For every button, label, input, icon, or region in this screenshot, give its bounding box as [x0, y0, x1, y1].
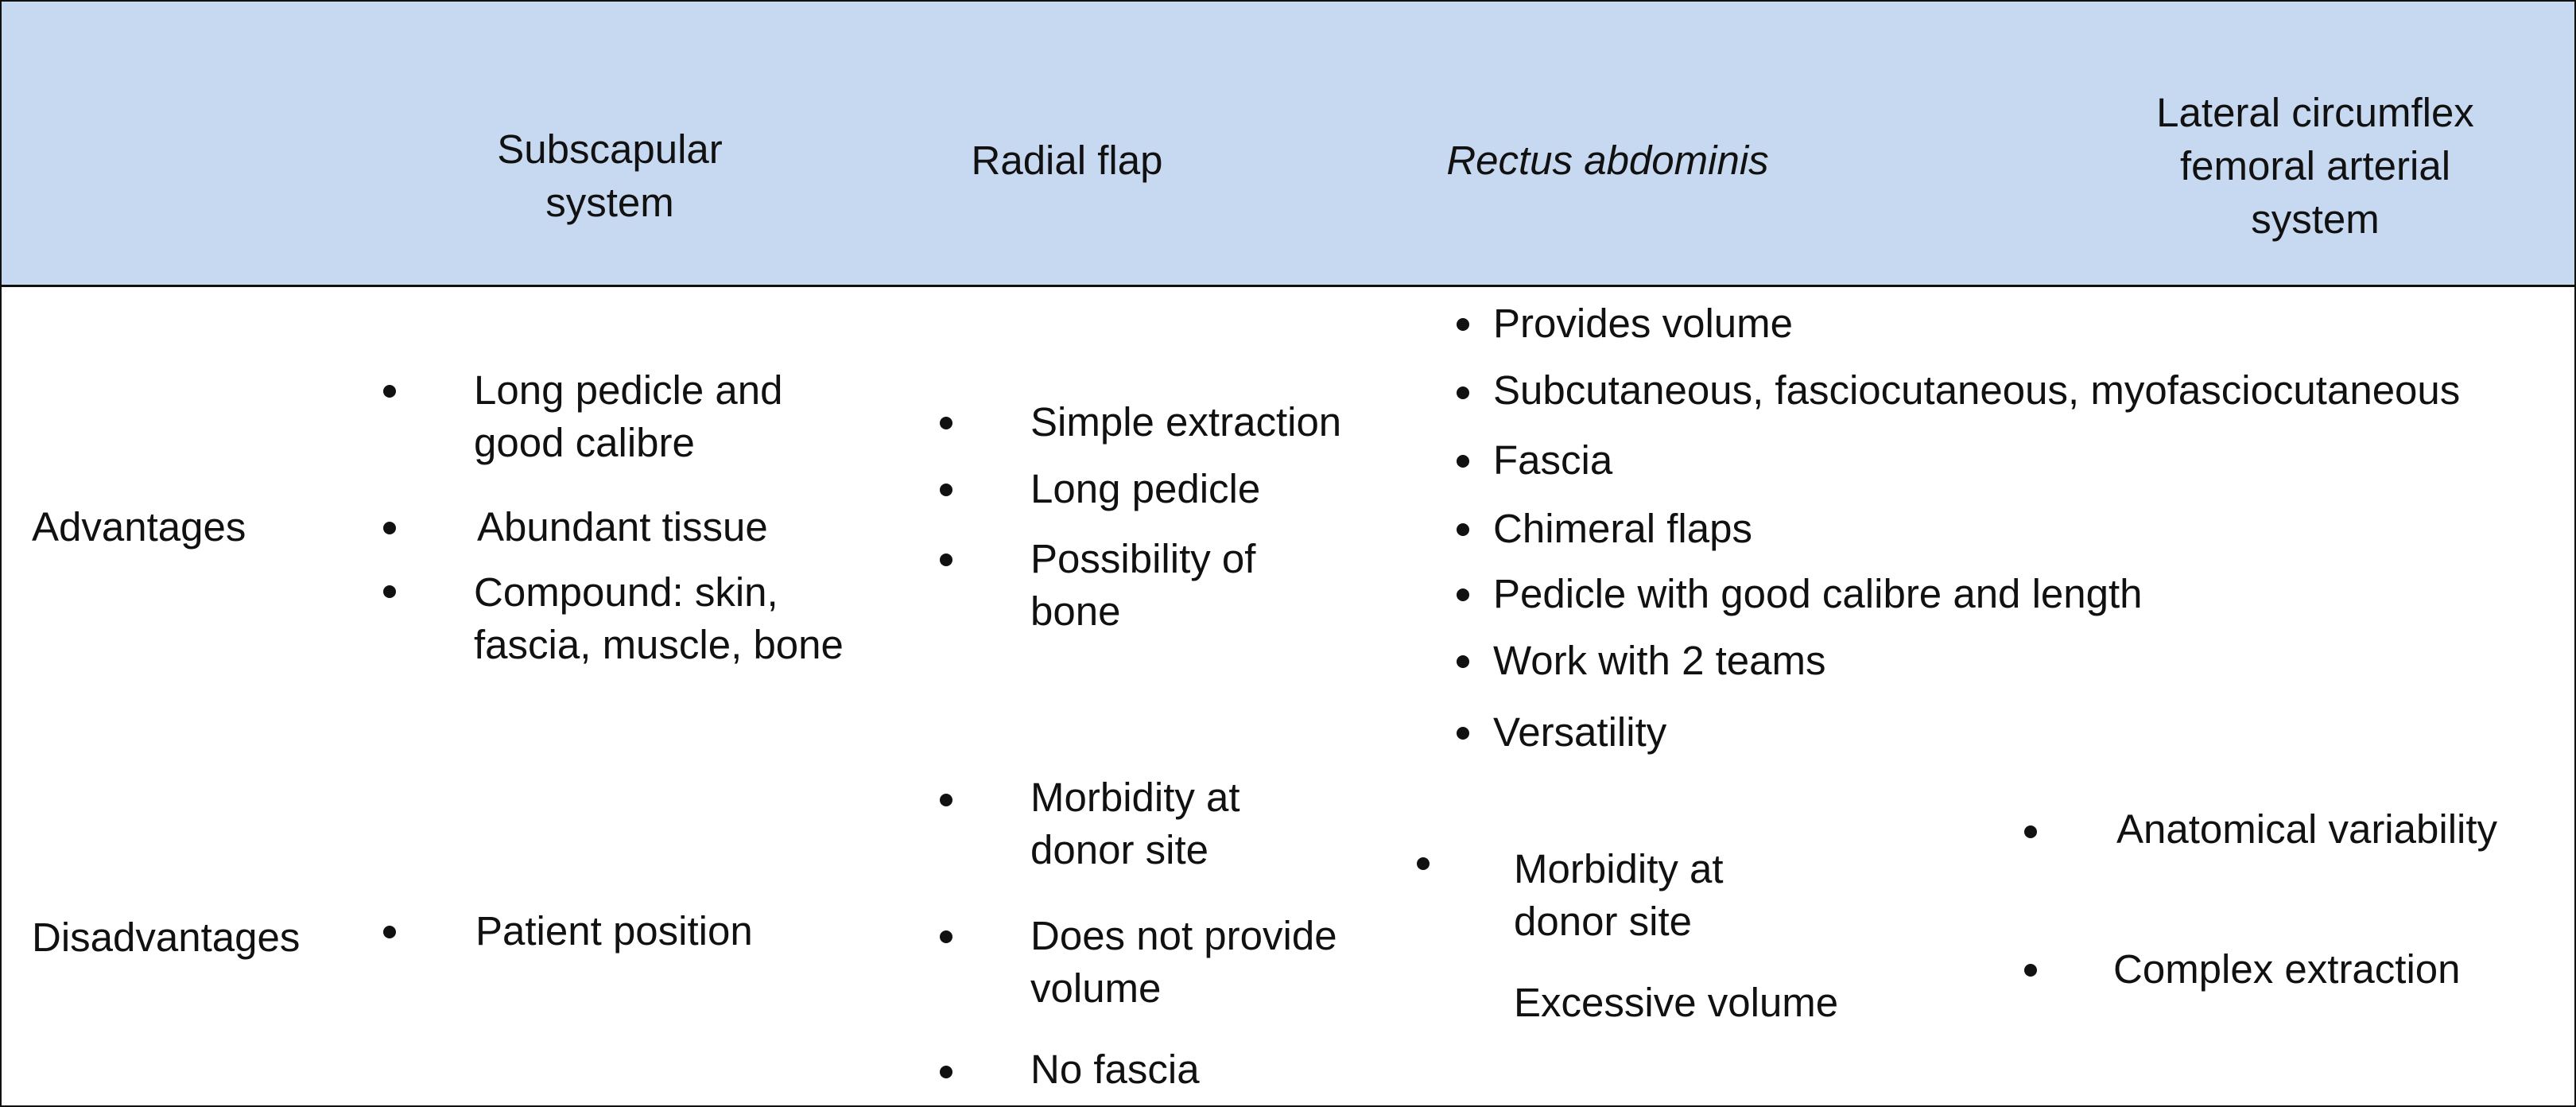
list-item: Morbidity at donor site	[1030, 771, 1240, 876]
list-item-line: Morbidity at	[1514, 846, 1724, 891]
list-item: Subcutaneous, fasciocutaneous, myofascio…	[1493, 367, 2461, 413]
list-item-line: Long pedicle and	[474, 367, 783, 413]
list-item: Versatility	[1493, 709, 1667, 755]
list-item: Morbidity at donor site	[1514, 843, 1724, 948]
list-item: Excessive volume	[1514, 977, 1838, 1029]
list-item: Possibility of bone	[1030, 533, 1255, 638]
bullet-icon	[1457, 318, 1469, 331]
bullet-icon	[1457, 523, 1469, 536]
bullet-icon	[1457, 655, 1469, 668]
list-item-line: good calibre	[474, 420, 695, 465]
column-header-lateral-line-3: system	[2251, 196, 2380, 242]
list-item-line: No fascia	[1030, 1047, 1200, 1092]
column-header-lateral: Lateral circumflex femoral arterial syst…	[2085, 86, 2546, 246]
bullet-icon	[2024, 964, 2037, 977]
list-item-line: donor site	[1030, 827, 1208, 872]
list-item: Pedicle with good calibre and length	[1493, 571, 2143, 616]
list-item: No fascia	[1030, 1043, 1200, 1096]
list-item-line: Simple extraction	[1030, 399, 1342, 445]
list-item-line: donor site	[1514, 899, 1692, 944]
column-header-radial-line-1: Radial flap	[971, 138, 1163, 183]
bullet-icon	[383, 522, 396, 534]
bullet-icon	[940, 794, 952, 806]
column-header-lateral-line-2: femoral arterial	[2179, 143, 2451, 188]
column-header-subscapular-line-1: Subscapular	[497, 126, 723, 172]
list-item: Provides volume	[1493, 301, 1793, 346]
list-item-line: Patient position	[475, 908, 753, 954]
list-item-line: Compound: skin,	[474, 569, 778, 615]
list-item-line: Abundant tissue	[477, 504, 768, 550]
list-item: Patient position	[475, 905, 753, 957]
bullet-icon	[940, 930, 952, 943]
list-item: Abundant tissue	[477, 501, 768, 554]
column-header-subscapular-line-2: system	[545, 180, 674, 225]
bullet-icon	[1417, 857, 1430, 870]
bullet-icon	[940, 484, 952, 496]
table-header-row: Subscapular system Radial flap Rectus ab…	[2, 2, 2574, 287]
bullet-icon	[1457, 455, 1469, 468]
column-header-radial: Radial flap	[908, 134, 1226, 187]
list-item-line: bone	[1030, 588, 1121, 634]
bullet-icon	[1457, 727, 1469, 740]
list-item: Long pedicle and good calibre	[474, 364, 783, 469]
list-item: Long pedicle	[1030, 463, 1260, 515]
column-header-rectus: Rectus abdominis	[1401, 134, 1814, 187]
list-item: Work with 2 teams	[1493, 638, 1826, 683]
list-item: Anatomical variability	[2116, 803, 2497, 856]
bullet-icon	[2024, 825, 2037, 838]
list-item-line: fascia, muscle, bone	[474, 622, 844, 667]
list-item: Compound: skin, fascia, muscle, bone	[474, 566, 844, 671]
bullet-icon	[383, 926, 396, 938]
list-item-line: Long pedicle	[1030, 466, 1261, 511]
list-item-line: Excessive volume	[1514, 980, 1839, 1025]
bullet-icon	[940, 554, 952, 566]
list-item-line: Morbidity at	[1030, 775, 1240, 820]
bullet-icon	[940, 417, 952, 429]
column-header-rectus-line-1: Rectus abdominis	[1446, 138, 1769, 183]
list-item: Complex extraction	[2113, 943, 2461, 996]
list-item-line: Anatomical variability	[2116, 806, 2498, 852]
list-item: Chimeral flaps	[1493, 506, 1752, 551]
list-item-line: volume	[1030, 965, 1162, 1011]
list-item-line: Possibility of	[1030, 536, 1256, 581]
column-header-subscapular: Subscapular system	[447, 122, 773, 229]
row-label-advantages: Advantages	[32, 504, 246, 550]
bullet-icon	[383, 385, 396, 398]
list-item: Fascia	[1493, 437, 1613, 483]
list-item: Does not provide volume	[1030, 910, 1337, 1015]
row-label-disadvantages: Disadvantages	[32, 915, 301, 960]
bullet-icon	[940, 1066, 952, 1078]
bullet-icon	[1457, 386, 1469, 399]
list-item: Simple extraction	[1030, 396, 1341, 449]
bullet-icon	[1457, 588, 1469, 601]
bullet-icon	[383, 585, 396, 598]
list-item-line: Complex extraction	[2113, 946, 2461, 992]
list-item-line: Does not provide	[1030, 913, 1337, 958]
column-header-lateral-line-1: Lateral circumflex	[2156, 90, 2474, 135]
